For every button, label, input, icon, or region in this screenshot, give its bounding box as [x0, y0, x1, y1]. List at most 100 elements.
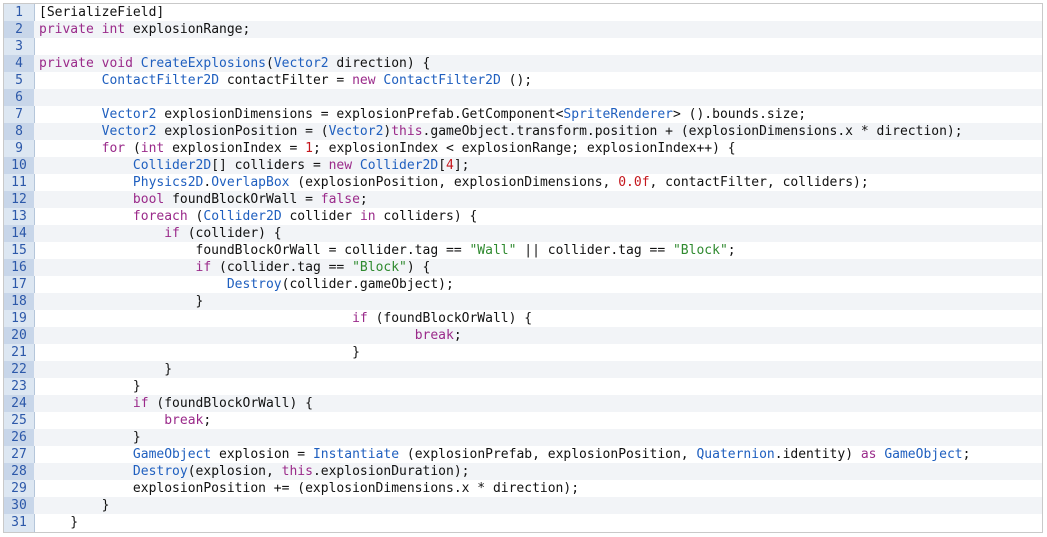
code-token: foundBlockOrWall = collider.tag ==	[39, 243, 470, 258]
code-token: private int	[39, 22, 133, 37]
code-token: ; explosionIndex < explosionRange; explo…	[312, 141, 736, 156]
code-line[interactable]: 8 Vector2 explosionPosition = (Vector2)t…	[4, 123, 1042, 140]
code-line[interactable]: 14 if (collider) {	[4, 225, 1042, 242]
code-line[interactable]: 19 if (foundBlockOrWall) {	[4, 310, 1042, 327]
line-number: 20	[4, 327, 34, 344]
code-token	[39, 447, 133, 462]
line-number: 2	[4, 21, 34, 38]
code-token	[39, 260, 196, 275]
code-token: }	[39, 379, 141, 394]
code-line[interactable]: 20 break;	[4, 327, 1042, 344]
code-line[interactable]: 12 bool foundBlockOrWall = false;	[4, 191, 1042, 208]
code-token: Quaternion	[696, 447, 775, 462]
code-token	[39, 209, 133, 224]
code-token: explosionIndex =	[172, 141, 306, 156]
code-line[interactable]: 27 GameObject explosion = Instantiate (e…	[4, 446, 1042, 463]
code-token: Vector2	[101, 124, 157, 139]
code-editor[interactable]: 1[SerializeField]2 private int explosionR…	[3, 3, 1043, 533]
code-token: Collider2D	[203, 209, 282, 224]
code-text: private int explosionRange;	[39, 21, 250, 38]
code-token: break	[164, 413, 204, 428]
code-text: }	[39, 361, 172, 378]
line-number: 7	[4, 106, 34, 123]
code-token: if	[164, 226, 188, 241]
code-text: Destroy(explosion, this.explosionDuratio…	[39, 463, 470, 480]
code-token: ContactFilter2D	[101, 73, 220, 88]
code-token: (collider.gameObject);	[281, 277, 454, 292]
code-line[interactable]: 10 Collider2D[] colliders = new Collider…	[4, 157, 1042, 174]
code-token: Vector2	[328, 124, 384, 139]
code-token: .explosionDuration);	[312, 464, 470, 479]
code-token: SpriteRenderer	[563, 107, 673, 122]
code-token: this	[281, 464, 313, 479]
line-number: 14	[4, 225, 34, 242]
code-token: Destroy	[132, 464, 188, 479]
line-number: 24	[4, 395, 34, 412]
line-number: 21	[4, 344, 34, 361]
code-token: }	[39, 498, 110, 513]
code-line[interactable]: 17 Destroy(collider.gameObject);	[4, 276, 1042, 293]
line-number: 9	[4, 140, 34, 157]
code-line[interactable]: 31 }	[4, 514, 1042, 531]
code-text: }	[39, 429, 141, 446]
code-line[interactable]: 15 foundBlockOrWall = collider.tag == "W…	[4, 242, 1042, 259]
code-token	[39, 396, 133, 411]
code-line[interactable]: 23 }	[4, 378, 1042, 395]
code-token: false	[320, 192, 360, 207]
line-number: 5	[4, 72, 34, 89]
line-number: 27	[4, 446, 34, 463]
line-number: 8	[4, 123, 34, 140]
code-token: || collider.tag ==	[516, 243, 673, 258]
code-token: , contactFilter, colliders);	[649, 175, 869, 190]
code-line[interactable]: 28 Destroy(explosion, this.explosionDura…	[4, 463, 1042, 480]
code-line[interactable]: 25 break;	[4, 412, 1042, 429]
code-token	[39, 141, 102, 156]
code-line[interactable]: 26 }	[4, 429, 1042, 446]
line-number: 12	[4, 191, 34, 208]
code-token: Collider2D	[359, 158, 439, 173]
code-token: (collider) {	[187, 226, 282, 241]
code-line[interactable]: 3	[4, 38, 1042, 55]
code-line[interactable]: 29 explosionPosition += (explosionDimens…	[4, 480, 1042, 497]
code-line[interactable]: 1[SerializeField]	[4, 4, 1042, 21]
code-token: foundBlockOrWall =	[172, 192, 321, 207]
code-line[interactable]: 30 }	[4, 497, 1042, 514]
code-text: private void CreateExplosions(Vector2 di…	[39, 55, 430, 72]
code-token: > ().bounds.size;	[673, 107, 807, 122]
code-token: .identity)	[774, 447, 861, 462]
code-line[interactable]: 9 for (int explosionIndex = 1; explosion…	[4, 140, 1042, 157]
code-token	[39, 175, 133, 190]
code-token: "Wall"	[469, 243, 517, 258]
code-token: "Block"	[352, 260, 407, 275]
code-line[interactable]: 21 }	[4, 344, 1042, 361]
code-line[interactable]: 24 if (foundBlockOrWall) {	[4, 395, 1042, 412]
code-line[interactable]: 18 }	[4, 293, 1042, 310]
code-line[interactable]: 22 }	[4, 361, 1042, 378]
line-number: 3	[4, 38, 34, 55]
code-line[interactable]: 11 Physics2D.OverlapBox (explosionPositi…	[4, 174, 1042, 191]
code-text: }	[39, 514, 78, 531]
code-token	[39, 328, 415, 343]
code-text: if (collider.tag == "Block") {	[39, 259, 431, 276]
code-token: GameObject	[132, 447, 212, 462]
code-line[interactable]: 6	[4, 89, 1042, 106]
code-line[interactable]: 7 Vector2 explosionDimensions = explosio…	[4, 106, 1042, 123]
line-number: 1	[4, 4, 34, 21]
code-token: (foundBlockOrWall) {	[375, 311, 533, 326]
code-token: Instantiate	[312, 447, 400, 462]
code-text: foreach (Collider2D collider in collider…	[39, 208, 477, 225]
code-lines: 1[SerializeField]2 private int explosionR…	[4, 4, 1042, 531]
code-token: ) {	[406, 260, 431, 275]
code-text: Vector2 explosionDimensions = explosionP…	[39, 106, 806, 123]
code-token: 4	[446, 158, 454, 173]
code-line[interactable]: 13 foreach (Collider2D collider in colli…	[4, 208, 1042, 225]
code-line[interactable]: 16 if (collider.tag == "Block") {	[4, 259, 1042, 276]
code-token: explosionPosition += (explosionDimension…	[39, 481, 580, 496]
code-line[interactable]: 5 ContactFilter2D contactFilter = new Co…	[4, 72, 1042, 89]
code-token: explosionDimensions = explosionPrefab.Ge…	[156, 107, 564, 122]
code-line[interactable]: 2 private int explosionRange;	[4, 21, 1042, 38]
code-token: as	[860, 447, 885, 462]
code-token: ;	[727, 243, 736, 258]
code-token: CreateExplosions	[140, 56, 266, 71]
